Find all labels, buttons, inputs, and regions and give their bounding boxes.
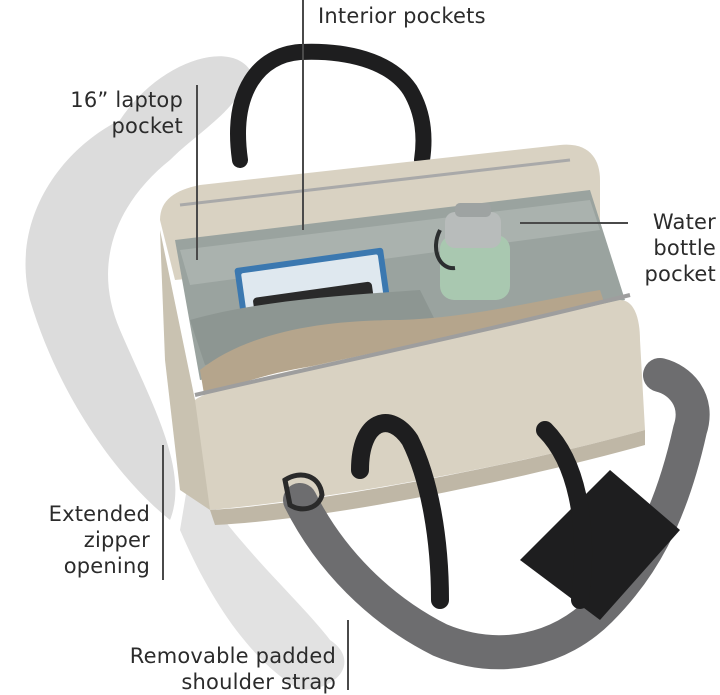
ground-shadow: [25, 56, 250, 520]
callout-water-line-1: Water: [652, 210, 716, 234]
callout-extended-zipper: Extended zipper opening: [38, 501, 150, 579]
callout-laptop-line-1: 16” laptop: [70, 88, 183, 112]
callout-shoulder-strap: Removable padded shoulder strap: [112, 643, 336, 695]
water-bottle: [434, 203, 510, 300]
sweater: [200, 290, 610, 400]
shoulder-pad: [520, 470, 680, 620]
zipper-line: [194, 293, 631, 397]
leader-extended-zipper: [162, 445, 164, 580]
ground-shadow-2: [180, 470, 345, 690]
leader-laptop-pocket: [196, 85, 198, 260]
leader-shoulder-strap: [347, 620, 349, 690]
callout-laptop-pocket: 16” laptop pocket: [45, 87, 183, 139]
strap-clip: [282, 472, 325, 512]
leader-interior-pockets: [302, 0, 304, 230]
callout-laptop-line-2: pocket: [111, 114, 183, 138]
front-handle: [351, 414, 593, 609]
callout-water-bottle-pocket: Water bottle pocket: [630, 209, 716, 287]
callout-strap-line-1: Removable padded: [129, 644, 336, 668]
bag-back-top: [179, 158, 571, 207]
callout-water-line-3: pocket: [644, 262, 716, 286]
callout-interior-pockets: Interior pockets: [318, 3, 486, 29]
callout-interior-pockets-text: Interior pockets: [318, 4, 486, 28]
callout-zipper-line-1: Extended: [48, 502, 150, 526]
shoulder-strap: [283, 358, 710, 670]
callout-zipper-line-2: zipper: [83, 528, 150, 552]
callout-water-line-2: bottle: [653, 236, 716, 260]
back-handle: [230, 43, 432, 168]
bag-front-panel: [195, 300, 645, 510]
callout-strap-line-2: shoulder strap: [181, 670, 336, 694]
bag-side-panel: [160, 230, 210, 510]
leader-water-bottle-pocket: [520, 222, 628, 224]
callout-zipper-line-3: opening: [63, 554, 150, 578]
